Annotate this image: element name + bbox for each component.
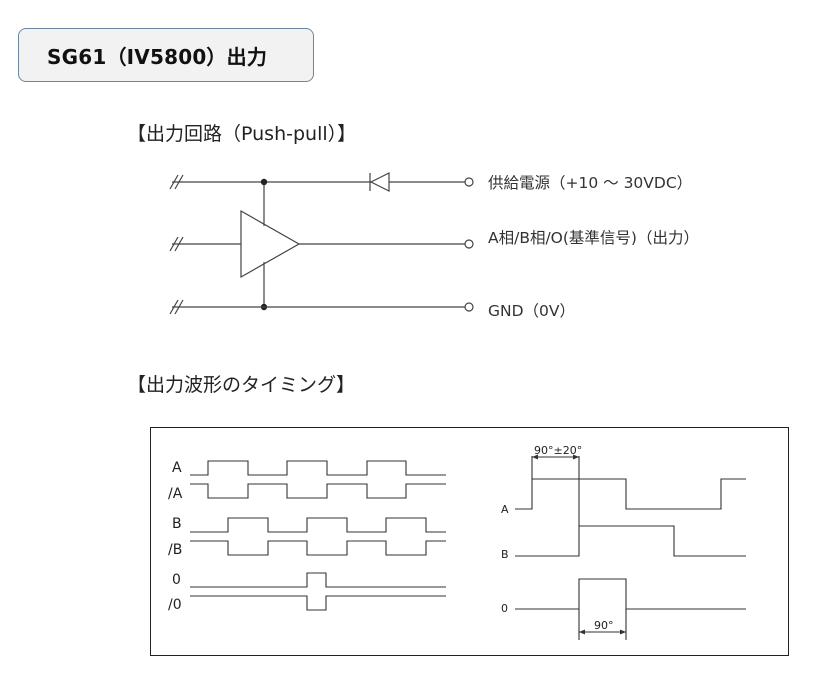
waveform-A — [190, 460, 446, 476]
right-label-0: 0 — [501, 602, 508, 615]
amplifier-symbol — [240, 209, 301, 279]
gnd-label: GND（0V） — [488, 302, 575, 320]
right-label-A: A — [501, 503, 509, 516]
signal-label-B: B — [172, 516, 182, 532]
rail-break-mark — [174, 236, 184, 252]
signal-label-A: A — [172, 460, 182, 476]
rail-break-mark — [174, 174, 184, 190]
waveform-not0 — [190, 595, 446, 611]
dimension-arrows — [532, 454, 626, 635]
waveform-0 — [190, 572, 446, 588]
waveform-right-A — [515, 478, 746, 510]
right-waveforms — [515, 456, 746, 640]
output-label: A相/B相/O(基準信号)（出力） — [488, 229, 699, 247]
gnd-terminal — [464, 302, 474, 312]
rail-break-mark — [174, 299, 184, 315]
output-terminal — [464, 239, 474, 249]
waveform-notB — [190, 540, 446, 556]
rail-break-mark — [169, 299, 179, 315]
phase-annotation: 90°±20° — [534, 444, 582, 457]
timing-heading: 【出力波形のタイミング】 — [127, 374, 356, 396]
signal-label-not0: /0 — [168, 597, 182, 613]
output-circuit — [169, 172, 474, 315]
left-waveforms — [190, 460, 446, 611]
pulse-width-annotation: 90° — [594, 619, 614, 632]
title-box: SG61（IV5800）出力 — [18, 28, 314, 82]
output-circuit-heading: 【出力回路（Push-pull）】 — [127, 123, 357, 145]
waveform-notA — [190, 483, 446, 499]
signal-label-notA: /A — [168, 486, 183, 502]
page-title: SG61（IV5800）出力 — [47, 44, 268, 69]
signal-label-0: 0 — [172, 572, 181, 588]
waveform-right-0 — [515, 578, 746, 610]
rail-break-mark — [169, 174, 179, 190]
waveform-right-B — [515, 525, 746, 557]
power-terminal — [464, 177, 474, 187]
power-label: 供給電源（+10 ～ 30VDC） — [488, 174, 692, 192]
right-label-B: B — [501, 548, 509, 561]
junction-dot — [260, 178, 268, 186]
diode-symbol — [369, 172, 390, 192]
timing-frame — [150, 427, 789, 656]
rail-break-mark — [169, 236, 179, 252]
waveform-B — [190, 517, 446, 533]
signal-label-notB: /B — [168, 542, 182, 558]
